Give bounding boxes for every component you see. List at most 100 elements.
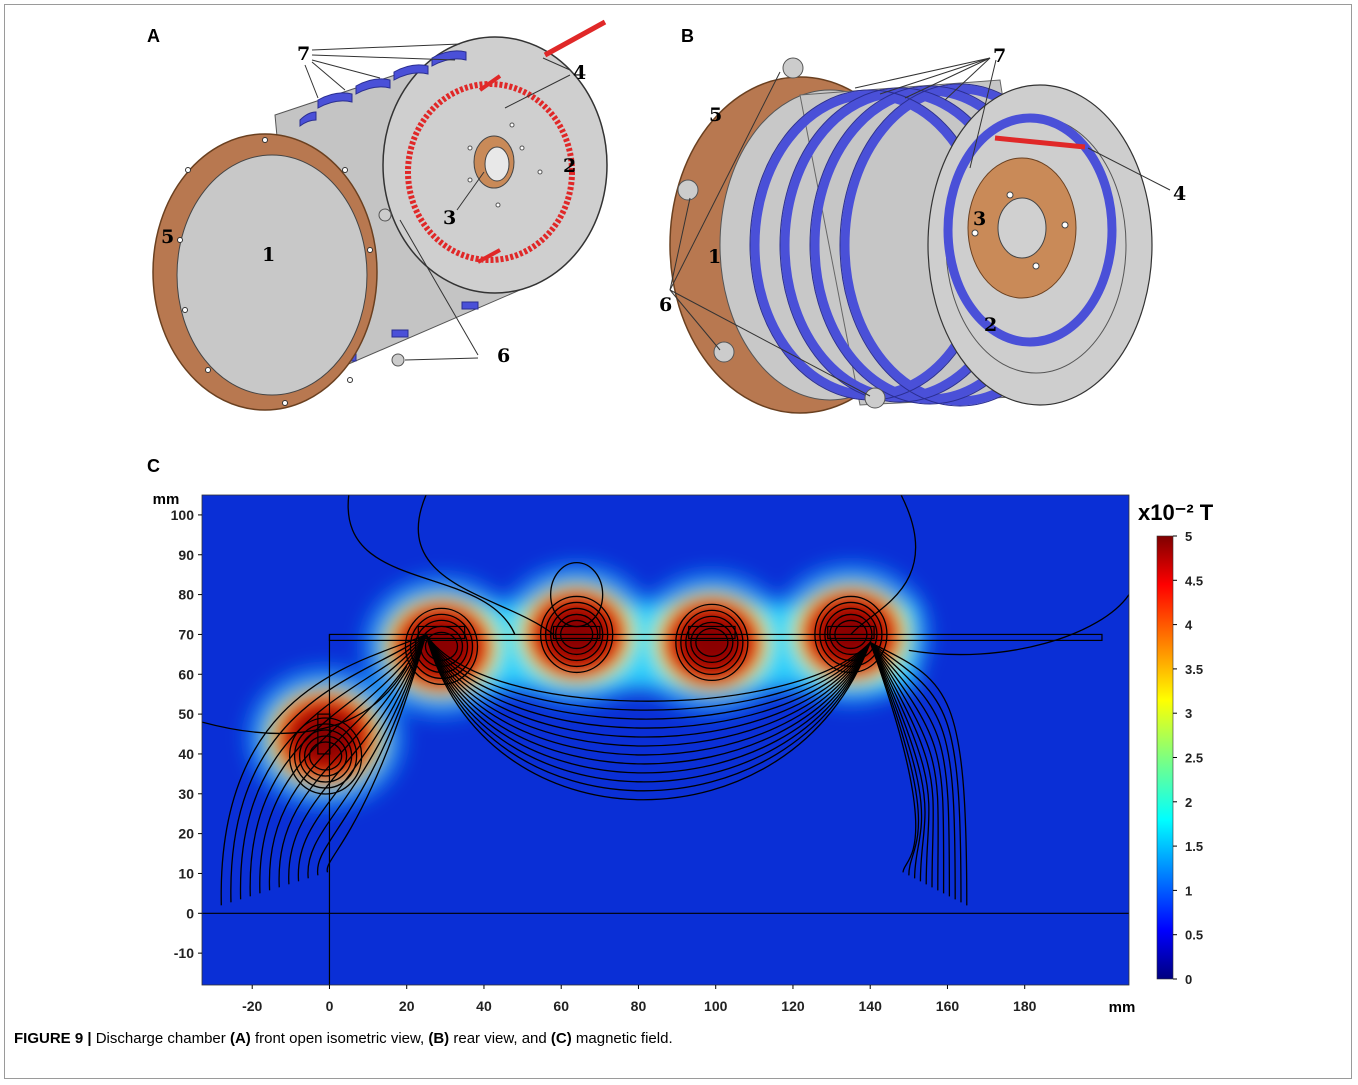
caption-ref-b: (B) (428, 1030, 450, 1047)
panel-a-callout-7: 7 (297, 43, 311, 65)
panel-b-callout-2: 2 (984, 314, 998, 336)
panel-b-illustration (669, 57, 1171, 414)
colorbar-tick-label: 1 (1185, 883, 1192, 898)
field-loop (414, 619, 469, 674)
colorbar-label: x10⁻² T (1138, 500, 1214, 525)
panel-a-callout-4: 4 (573, 62, 587, 84)
field-loop (409, 613, 474, 680)
colorbar (1156, 535, 1174, 980)
colorbar-tick-label: 3.5 (1185, 662, 1203, 677)
caption-text: magnetic field. (571, 1030, 673, 1047)
y-tick-label: 20 (178, 826, 194, 842)
colorbar-tick-label: 4.5 (1185, 573, 1203, 588)
field-loop (424, 631, 459, 662)
field-hotspot-core (679, 614, 744, 671)
colorbar-tick-label: 2.5 (1185, 751, 1203, 766)
y-tick-label: -10 (174, 945, 194, 961)
x-tick-label: 160 (936, 998, 960, 1014)
caption-figure-number: FIGURE 9 | (14, 1030, 92, 1047)
colorbar-tick-label: 4 (1185, 618, 1193, 633)
coil-box (317, 713, 331, 755)
field-loop (308, 741, 343, 771)
coil-box (552, 625, 601, 640)
panel-b-callout-5: 5 (709, 104, 723, 126)
caption-text: front open isometric view, (250, 1030, 429, 1047)
field-line (259, 632, 945, 894)
field-loop (680, 609, 744, 676)
panel-a-callout-3: 3 (443, 207, 457, 229)
panel-b-callout-7: 7 (993, 45, 1007, 67)
field-line (278, 632, 934, 888)
caption-text: rear view, and (449, 1030, 551, 1047)
field-loop (690, 621, 734, 664)
colorbar-tick-label: 1.5 (1185, 839, 1203, 854)
panel-b-callout-3: 3 (973, 208, 987, 230)
y-tick-label: 40 (178, 746, 194, 762)
panel-a-label: A (147, 26, 160, 46)
coil-box (417, 625, 466, 640)
field-loop (293, 723, 358, 789)
colorbar-tick-label: 5 (1185, 529, 1192, 544)
field-line (307, 632, 923, 879)
coil-box (688, 625, 736, 640)
panel-b-callout-6: 6 (659, 294, 673, 316)
field-loop (675, 603, 749, 682)
x-tick-label: 80 (631, 998, 647, 1014)
y-axis-label: mm (153, 491, 180, 508)
caption-text: Discharge chamber (91, 1030, 230, 1047)
field-line (850, 495, 917, 635)
panel-b-callout-4: 4 (1173, 183, 1187, 205)
x-tick-label: 20 (399, 998, 415, 1014)
field-line (417, 495, 554, 635)
field-line (239, 633, 956, 900)
y-tick-label: 100 (171, 507, 195, 523)
y-tick-label: 50 (178, 706, 194, 722)
field-loop (298, 729, 353, 783)
colorbar-tick-label: 2 (1185, 795, 1192, 810)
y-tick-label: 30 (178, 786, 194, 802)
x-tick-label: -20 (242, 998, 262, 1014)
chamber-outline (202, 625, 1129, 985)
figure-caption: FIGURE 9 | Discharge chamber (A) front o… (14, 1030, 673, 1047)
panel-a-callout-1: 1 (262, 244, 276, 266)
colorbar-tick-label: 0.5 (1185, 928, 1203, 943)
y-tick-label: 0 (186, 905, 194, 921)
field-hotspot-core (409, 618, 474, 675)
field-loop (695, 627, 729, 658)
plot-frame (201, 494, 1130, 986)
caption-ref-a: (A) (229, 1030, 251, 1047)
x-tick-label: 180 (1013, 998, 1037, 1014)
panel-b-label: B (681, 26, 694, 46)
panel-c-label: C (147, 456, 160, 476)
field-line (908, 594, 1129, 656)
x-axis-label: mm (1109, 999, 1136, 1016)
field-loop (685, 615, 739, 670)
field-line (268, 632, 939, 891)
panel-a-illustration (152, 19, 608, 411)
y-tick-label: 60 (178, 666, 194, 682)
x-tick-label: 100 (704, 998, 728, 1014)
colorbar-tick-label: 0 (1185, 972, 1192, 987)
x-tick-label: 60 (553, 998, 569, 1014)
y-tick-label: 10 (178, 865, 194, 881)
chamber-wall (328, 633, 1103, 642)
x-tick-label: 140 (859, 998, 883, 1014)
field-loop (288, 717, 363, 795)
field-line (230, 633, 962, 903)
field-line (297, 632, 926, 882)
y-tick-label: 80 (178, 587, 194, 603)
colorbar-tick-label: 3 (1185, 706, 1192, 721)
figure-frame (4, 4, 1352, 1079)
x-tick-label: 0 (326, 998, 334, 1014)
panel-b-callout-1: 1 (708, 246, 722, 268)
panel-a-callout-2: 2 (563, 155, 577, 177)
y-tick-label: 90 (178, 547, 194, 563)
field-line (326, 632, 917, 873)
x-tick-label: 120 (781, 998, 805, 1014)
panel-a-callout-5: 5 (161, 226, 175, 248)
y-tick-label: 70 (178, 626, 194, 642)
field-line (202, 665, 408, 735)
x-tick-label: 40 (476, 998, 492, 1014)
caption-ref-c: (C) (550, 1030, 572, 1047)
